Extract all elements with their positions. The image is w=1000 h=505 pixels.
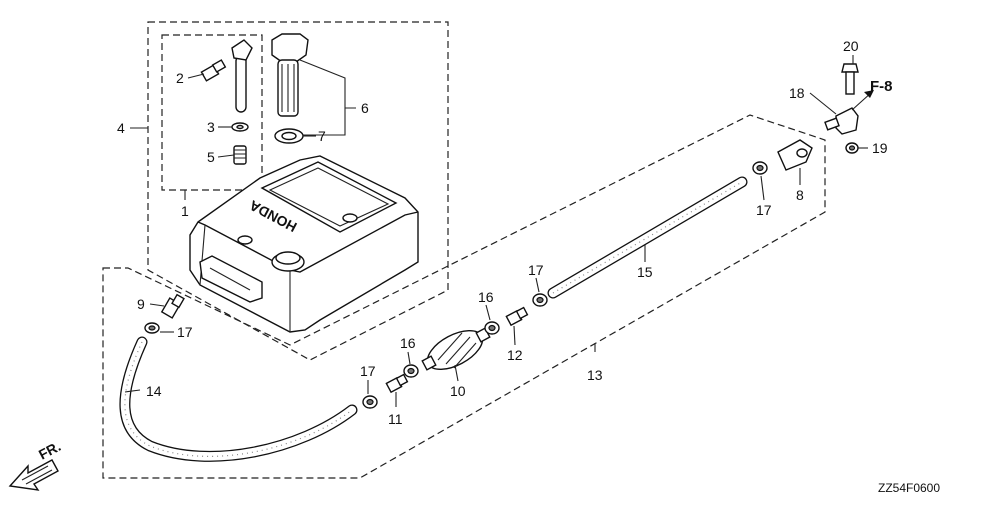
callout-labels: 2 3 4 5 1 6 7 9 17 14 17 11 16 10 16 12 … — [117, 38, 888, 427]
gasket-7 — [274, 128, 304, 144]
callout-11: 11 — [388, 411, 403, 427]
clamp-17-c — [752, 161, 768, 175]
drawing-code: ZZ54F0600 — [878, 481, 940, 495]
group-box-tank — [147, 21, 449, 361]
callout-19: 19 — [872, 140, 888, 156]
callout-17-b: 17 — [528, 262, 544, 278]
vent-fitting-2 — [200, 59, 227, 82]
front-label: FR. — [36, 438, 63, 463]
spring-5 — [233, 145, 247, 165]
joint-8 — [777, 139, 813, 171]
callout-4: 4 — [117, 120, 125, 136]
callout-18: 18 — [789, 85, 805, 101]
group-box-fuel-line — [102, 114, 826, 479]
callout-9: 9 — [137, 296, 145, 312]
vent-pipe — [231, 39, 253, 113]
callout-6: 6 — [361, 100, 369, 116]
callout-14: 14 — [146, 383, 162, 399]
bolt-20 — [841, 63, 859, 95]
callout-3: 3 — [207, 119, 215, 135]
fuel-tank — [189, 155, 419, 333]
clamp-16-a — [403, 364, 419, 378]
fuel-hose-14 — [119, 336, 358, 462]
callout-7: 7 — [318, 128, 326, 144]
ref-arrow-head — [864, 90, 874, 98]
clamp-17-b — [532, 293, 548, 307]
clamp-16-b — [484, 321, 500, 335]
callout-5: 5 — [207, 149, 215, 165]
callout-20: 20 — [843, 38, 859, 54]
front-arrow-icon — [8, 459, 59, 491]
callout-10: 10 — [450, 383, 466, 399]
callout-17-c: 17 — [756, 202, 772, 218]
leader-lines — [124, 55, 868, 407]
callout-2: 2 — [176, 70, 184, 86]
callout-17-a: 17 — [360, 363, 376, 379]
callout-1: 1 — [181, 203, 189, 219]
callout-16-b: 16 — [478, 289, 494, 305]
callout-13: 13 — [587, 367, 603, 383]
callout-16-a: 16 — [400, 335, 416, 351]
reference-label: F-8 — [870, 78, 893, 95]
clamp-17-a — [362, 395, 378, 409]
callout-15: 15 — [637, 264, 653, 280]
fuel-hose-15 — [547, 176, 748, 299]
connector-9 — [160, 293, 185, 319]
connector-12 — [505, 306, 529, 327]
callout-12: 12 — [507, 347, 523, 363]
washer-19 — [845, 142, 859, 154]
washer-3 — [231, 122, 249, 132]
clamp-17-left — [144, 322, 160, 334]
callout-8: 8 — [796, 187, 804, 203]
strainer-6 — [271, 33, 309, 117]
fuel-tap-18 — [824, 107, 859, 135]
callout-17-left: 17 — [177, 324, 193, 340]
connector-11 — [385, 373, 409, 394]
